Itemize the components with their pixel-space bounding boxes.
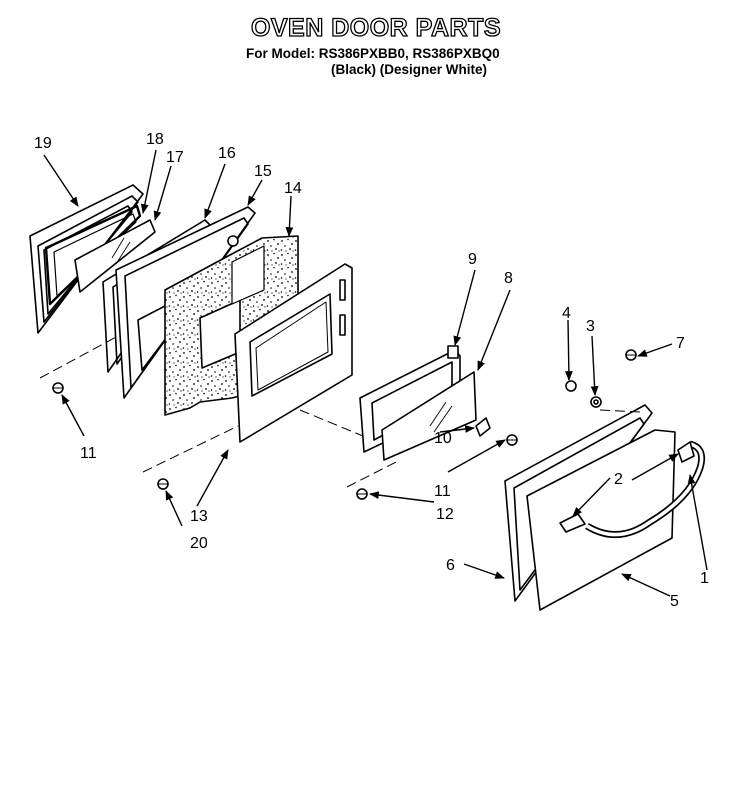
callout-9: 9 <box>468 251 477 268</box>
part-01-handle <box>585 440 706 539</box>
part-02-handle-caps <box>559 441 695 533</box>
callout-16: 16 <box>218 145 236 162</box>
part-17-inner-glass <box>74 219 156 293</box>
callout-6: 6 <box>446 557 455 574</box>
page-title: OVEN DOOR PARTS <box>250 13 502 42</box>
washer-3 <box>590 396 602 408</box>
callout-12: 12 <box>436 506 454 523</box>
part-08-window-glass <box>381 371 477 461</box>
screw-12 <box>356 488 368 500</box>
callout-20: 20 <box>190 535 208 552</box>
part-13-inner-door <box>234 263 353 443</box>
callout-1: 1 <box>700 570 709 587</box>
model-line: For Model: RS386PXBB0, RS386PXBQ0 <box>246 46 500 61</box>
screw-4 <box>565 380 577 392</box>
callout-3: 3 <box>586 318 595 335</box>
part-18-gasket <box>44 204 142 306</box>
callout-18: 18 <box>146 131 164 148</box>
alignment-lines <box>39 335 641 488</box>
callout-4: 4 <box>562 305 571 322</box>
callout-13: 13 <box>190 508 208 525</box>
leader-arrows <box>43 149 708 597</box>
callout-14: 14 <box>284 180 302 197</box>
callout-19: 19 <box>34 135 52 152</box>
callout-5: 5 <box>670 593 679 610</box>
callout-8: 8 <box>504 270 513 287</box>
screw-7 <box>625 349 637 361</box>
callout-7: 7 <box>676 335 685 352</box>
callout-2: 2 <box>614 471 623 488</box>
screw-20 <box>157 478 169 490</box>
callout-11-left: 11 <box>80 445 97 462</box>
callout-15: 15 <box>254 163 272 180</box>
screw-11-right <box>506 434 518 446</box>
callout-11-right: 11 <box>434 483 451 500</box>
screw-11-left <box>52 382 64 394</box>
callout-10: 10 <box>434 430 452 447</box>
part-05-door-panel <box>526 429 676 611</box>
callout-17: 17 <box>166 149 184 166</box>
clip-10 <box>475 417 491 437</box>
variant-line: (Black) (Designer White) <box>331 62 488 77</box>
